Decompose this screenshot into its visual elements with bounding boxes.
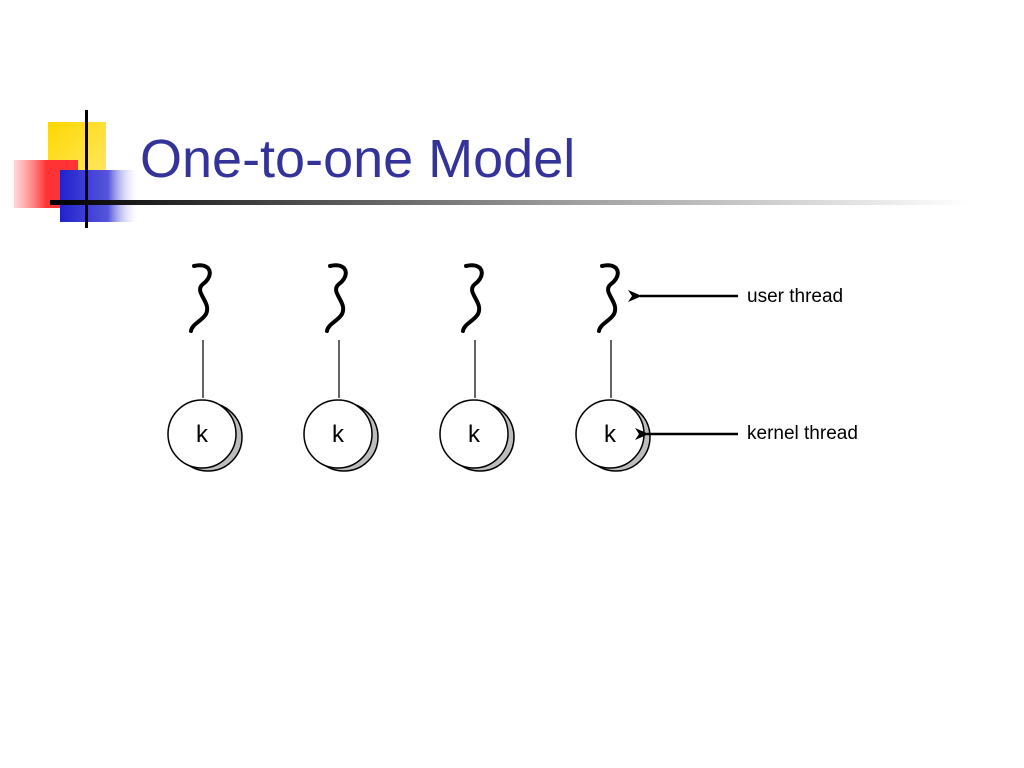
kernel-thread-label: k	[332, 421, 345, 448]
thread-pair: k	[167, 263, 243, 472]
squiggle-thread-icon	[325, 263, 348, 333]
user-thread-label: user thread	[747, 286, 843, 307]
corner-decoration	[14, 110, 140, 228]
kernel-thread-label: k	[468, 421, 481, 448]
squiggle-thread-icon	[597, 263, 620, 333]
kernel-thread-label: k	[604, 421, 617, 448]
squiggle-thread-icon	[461, 263, 484, 333]
thread-pair: k	[303, 263, 379, 472]
title-underline	[50, 200, 970, 205]
kernel-thread-label: k	[196, 421, 209, 448]
vertical-line	[85, 110, 88, 228]
page-title: One-to-one Model	[140, 129, 576, 189]
blue-square	[60, 170, 140, 222]
kernel-thread-node	[439, 399, 509, 469]
kernel-thread-legend-label: kernel thread	[747, 423, 858, 444]
thread-pair: k	[439, 263, 515, 472]
thread-pair: k	[575, 263, 651, 472]
kernel-thread-node	[303, 399, 373, 469]
kernel-thread-node	[167, 399, 237, 469]
squiggle-thread-icon	[189, 263, 212, 333]
